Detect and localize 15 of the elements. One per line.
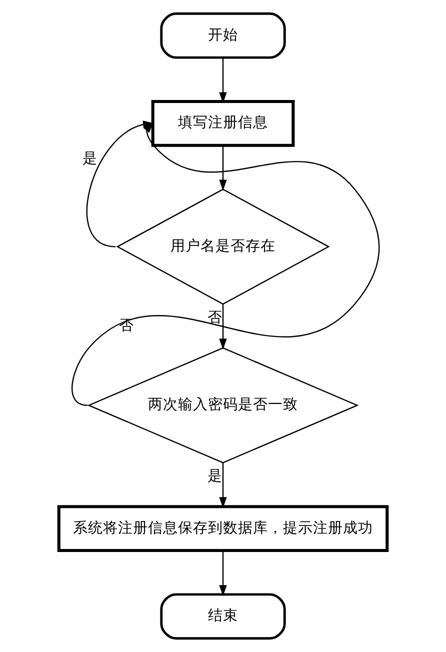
arrow (219, 462, 227, 508)
node-box: 结束 (160, 593, 286, 640)
node-diamond: 用户名是否存在 (116, 188, 330, 305)
arrow (219, 550, 227, 596)
arrow (219, 304, 227, 350)
arrow (219, 146, 227, 191)
edge-label: 否 (208, 308, 223, 326)
node-box: 开始 (160, 12, 286, 59)
node-box: 系统将注册信息保存到数据库，提示注册成功 (57, 505, 389, 552)
edge-label: 是 (208, 467, 223, 484)
arrow (72, 122, 380, 406)
edge-label: 是 (82, 150, 98, 168)
node-box: 填写注册信息 (151, 100, 295, 147)
node-diamond: 两次输入密码是否一致 (87, 347, 359, 464)
arrow (219, 58, 227, 104)
